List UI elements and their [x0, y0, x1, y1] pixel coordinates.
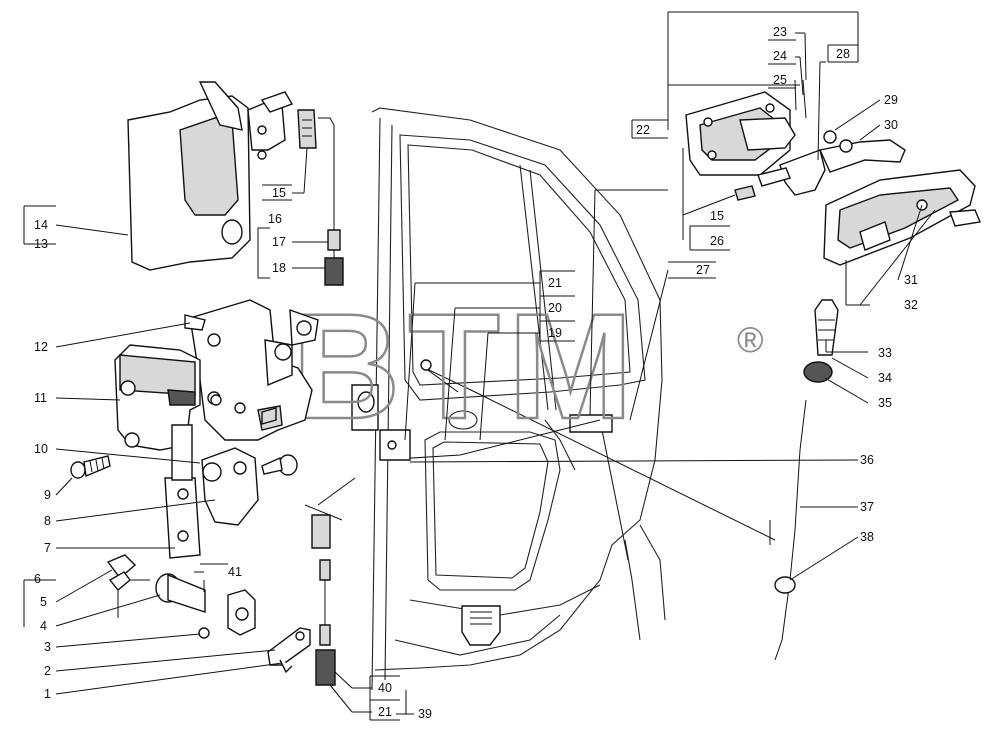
callout-34: 34 — [878, 371, 892, 385]
callout-40: 40 — [378, 681, 392, 695]
callout-10: 10 — [34, 442, 48, 456]
callout-20: 20 — [548, 301, 562, 315]
key-and-cylinder — [106, 554, 256, 639]
watermark-text: BTM — [292, 282, 641, 450]
callout-35: 35 — [878, 396, 892, 410]
lock-plate — [201, 447, 259, 526]
striker-plate — [164, 424, 201, 559]
callout-13: 13 — [34, 237, 48, 251]
callout-38: 38 — [860, 530, 874, 544]
callout-39: 39 — [418, 707, 432, 721]
callout-19: 19 — [548, 326, 562, 340]
callout-15-upper: 15 — [272, 186, 286, 200]
lock-button-rod — [769, 399, 807, 661]
inside-handle-assembly — [685, 79, 981, 266]
callout-5: 5 — [40, 595, 47, 609]
clip-15 — [297, 109, 317, 149]
lock-mechanism — [184, 299, 319, 441]
callout-24: 24 — [773, 49, 787, 63]
callout-6: 6 — [34, 572, 41, 586]
callout-9: 9 — [44, 488, 51, 502]
leader-lines — [23, 11, 936, 715]
callout-18: 18 — [272, 261, 286, 275]
callout-brackets — [200, 39, 858, 721]
outer-door-handle — [127, 81, 294, 271]
callout-17: 17 — [272, 235, 286, 249]
lower-link-rod — [304, 477, 356, 686]
screw-8 — [261, 454, 298, 476]
callout-2: 2 — [44, 664, 51, 678]
callout-8: 8 — [44, 514, 51, 528]
callout-7: 7 — [44, 541, 51, 555]
callout-23: 23 — [773, 25, 787, 39]
latch-housing — [114, 344, 201, 451]
callout-15-lower: 15 — [710, 209, 724, 223]
callout-30: 30 — [884, 118, 898, 132]
screw-9 — [70, 455, 111, 479]
lock-lever — [267, 627, 311, 674]
callout-1: 1 — [44, 687, 51, 701]
callout-labels: 1 2 3 4 5 6 7 8 9 10 11 12 13 14 15 16 1… — [34, 25, 918, 721]
callout-3: 3 — [44, 640, 51, 654]
callout-31: 31 — [904, 273, 918, 287]
door-outline — [351, 107, 776, 691]
lock-button — [803, 299, 839, 383]
callout-11: 11 — [34, 391, 47, 405]
callout-14: 14 — [34, 218, 48, 232]
callout-27: 27 — [696, 263, 710, 277]
lock-fasteners — [210, 394, 277, 425]
callout-22: 22 — [636, 123, 650, 137]
callout-29: 29 — [884, 93, 898, 107]
callout-28: 28 — [836, 47, 850, 61]
callout-36: 36 — [860, 453, 874, 467]
callout-21-upper: 21 — [548, 276, 562, 290]
callout-25: 25 — [773, 73, 787, 87]
callout-26: 26 — [710, 234, 724, 248]
callout-37: 37 — [860, 500, 874, 514]
callout-12: 12 — [34, 340, 48, 354]
watermark-registered-mark: ® — [737, 319, 764, 360]
callout-21-lower: 21 — [378, 705, 392, 719]
callout-16: 16 — [268, 212, 282, 226]
callout-41: 41 — [228, 565, 242, 579]
callout-4: 4 — [40, 619, 47, 633]
callout-33: 33 — [878, 346, 892, 360]
callout-32: 32 — [904, 298, 918, 312]
link-rod-16 — [318, 117, 344, 286]
watermark: BTM ® — [291, 281, 764, 452]
